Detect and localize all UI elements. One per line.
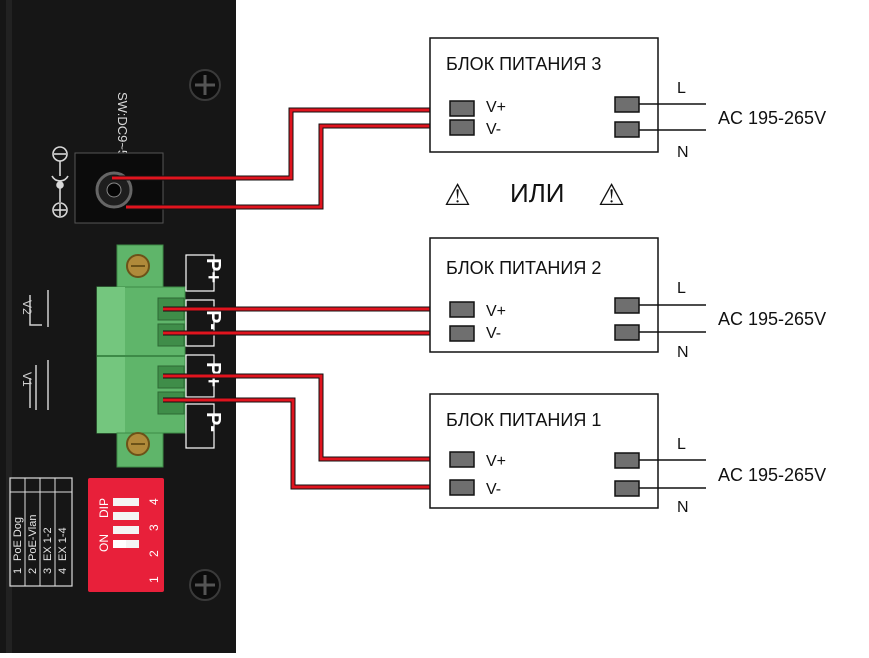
psu-vminus-label: V- <box>486 325 501 342</box>
psu-n-label: N <box>677 144 689 161</box>
psu-l-label: L <box>677 80 686 97</box>
terminal-pad <box>449 325 475 342</box>
dip-row-2-num: 2 <box>27 568 39 574</box>
psu-l-label: L <box>677 436 686 453</box>
psu-vminus-label: V- <box>486 121 501 138</box>
psu-title: БЛОК ПИТАНИЯ 1 <box>446 410 601 430</box>
ac-leads <box>639 103 706 131</box>
psu-title: БЛОК ПИТАНИЯ 3 <box>446 54 601 74</box>
v2-indicator <box>29 290 49 327</box>
dip-function-table: 1 PoE Dog 2 PoE-Vlan 3 EX 1-2 4 EX 1-4 <box>9 477 73 587</box>
power-supply-2: БЛОК ПИТАНИЯ 2 V+ V- L N AC 195-265V <box>429 237 826 361</box>
v2-label: V2 <box>20 300 34 315</box>
terminal-pad <box>449 100 475 117</box>
psu-l-label: L <box>677 280 686 297</box>
terminal-pad <box>614 297 640 314</box>
psu-n-label: N <box>677 499 689 516</box>
dip-label: DIP <box>97 498 111 518</box>
dip-row-1-name: PoE Dog <box>12 517 24 561</box>
or-separator: ⚠ ИЛИ ⚠ <box>444 178 625 212</box>
dip-on-label: ON <box>97 534 111 552</box>
psu-vplus-label: V+ <box>486 303 506 320</box>
dip-row-3-name: EX 1-2 <box>42 527 54 561</box>
dip-row-2-name: PoE-Vlan <box>27 515 39 561</box>
psu-ac-label: AC 195-265V <box>718 108 826 128</box>
dip-row-4-num: 4 <box>57 568 69 574</box>
dip-row-1-num: 1 <box>12 568 24 574</box>
terminal-pad <box>449 301 475 318</box>
terminal-pad <box>614 324 640 341</box>
wire-psu3-vminus <box>126 124 450 209</box>
power-supply-3: БЛОК ПИТАНИЯ 3 V+ V- L N AC 195-265V <box>429 37 826 161</box>
screw-icon <box>189 69 221 101</box>
dip-num-4: 4 <box>147 498 161 505</box>
terminal-labels: P+ P- P+ P- <box>185 254 224 449</box>
terminal-pad <box>614 121 640 138</box>
dip-num-1: 1 <box>147 576 161 583</box>
terminal-block <box>96 244 186 468</box>
power-supply-1: БЛОК ПИТАНИЯ 1 V+ V- L N AC 195-265V <box>429 393 826 516</box>
p-minus-bottom-label: P- <box>202 412 224 432</box>
warning-icon: ⚠ <box>444 179 471 212</box>
dip-switch[interactable]: ON DIP 1 2 3 4 <box>88 478 164 592</box>
psu-title: БЛОК ПИТАНИЯ 2 <box>446 258 601 278</box>
v1-label: V1 <box>20 372 34 387</box>
or-text: ИЛИ <box>510 178 564 208</box>
terminal-pad <box>614 452 640 469</box>
psu-vplus-label: V+ <box>486 453 506 470</box>
dip-row-3-num: 3 <box>42 568 54 574</box>
wire-psu3-vplus <box>112 108 450 180</box>
panel-edge <box>6 0 12 653</box>
screw-icon <box>189 569 221 601</box>
p-plus-top-label: P+ <box>202 258 224 283</box>
wire-psu1-vminus <box>163 398 450 489</box>
wires <box>112 107 450 490</box>
psu-vminus-label: V- <box>486 481 501 498</box>
v1-indicator <box>29 360 49 410</box>
psu-ac-label: AC 195-265V <box>718 309 826 329</box>
ac-leads <box>639 304 706 333</box>
wire-psu1-vplus <box>163 374 450 461</box>
terminal-pad <box>614 96 640 113</box>
dip-num-2: 2 <box>147 550 161 557</box>
terminal-pad <box>449 119 475 136</box>
psu-ac-label: AC 195-265V <box>718 465 826 485</box>
dip-row-4-name: EX 1-4 <box>57 527 69 561</box>
ac-leads <box>639 459 706 489</box>
dip-num-3: 3 <box>147 524 161 531</box>
terminal-pad <box>449 479 475 496</box>
dc-jack <box>74 152 164 224</box>
device-panel: SW:DC9~57V V2 V1 <box>0 0 236 653</box>
p-minus-top-label: P- <box>202 310 224 330</box>
warning-icon: ⚠ <box>598 179 625 212</box>
polarity-icon <box>51 146 69 218</box>
terminal-pad <box>614 480 640 497</box>
psu-n-label: N <box>677 344 689 361</box>
psu-vplus-label: V+ <box>486 99 506 116</box>
terminal-pad <box>449 451 475 468</box>
